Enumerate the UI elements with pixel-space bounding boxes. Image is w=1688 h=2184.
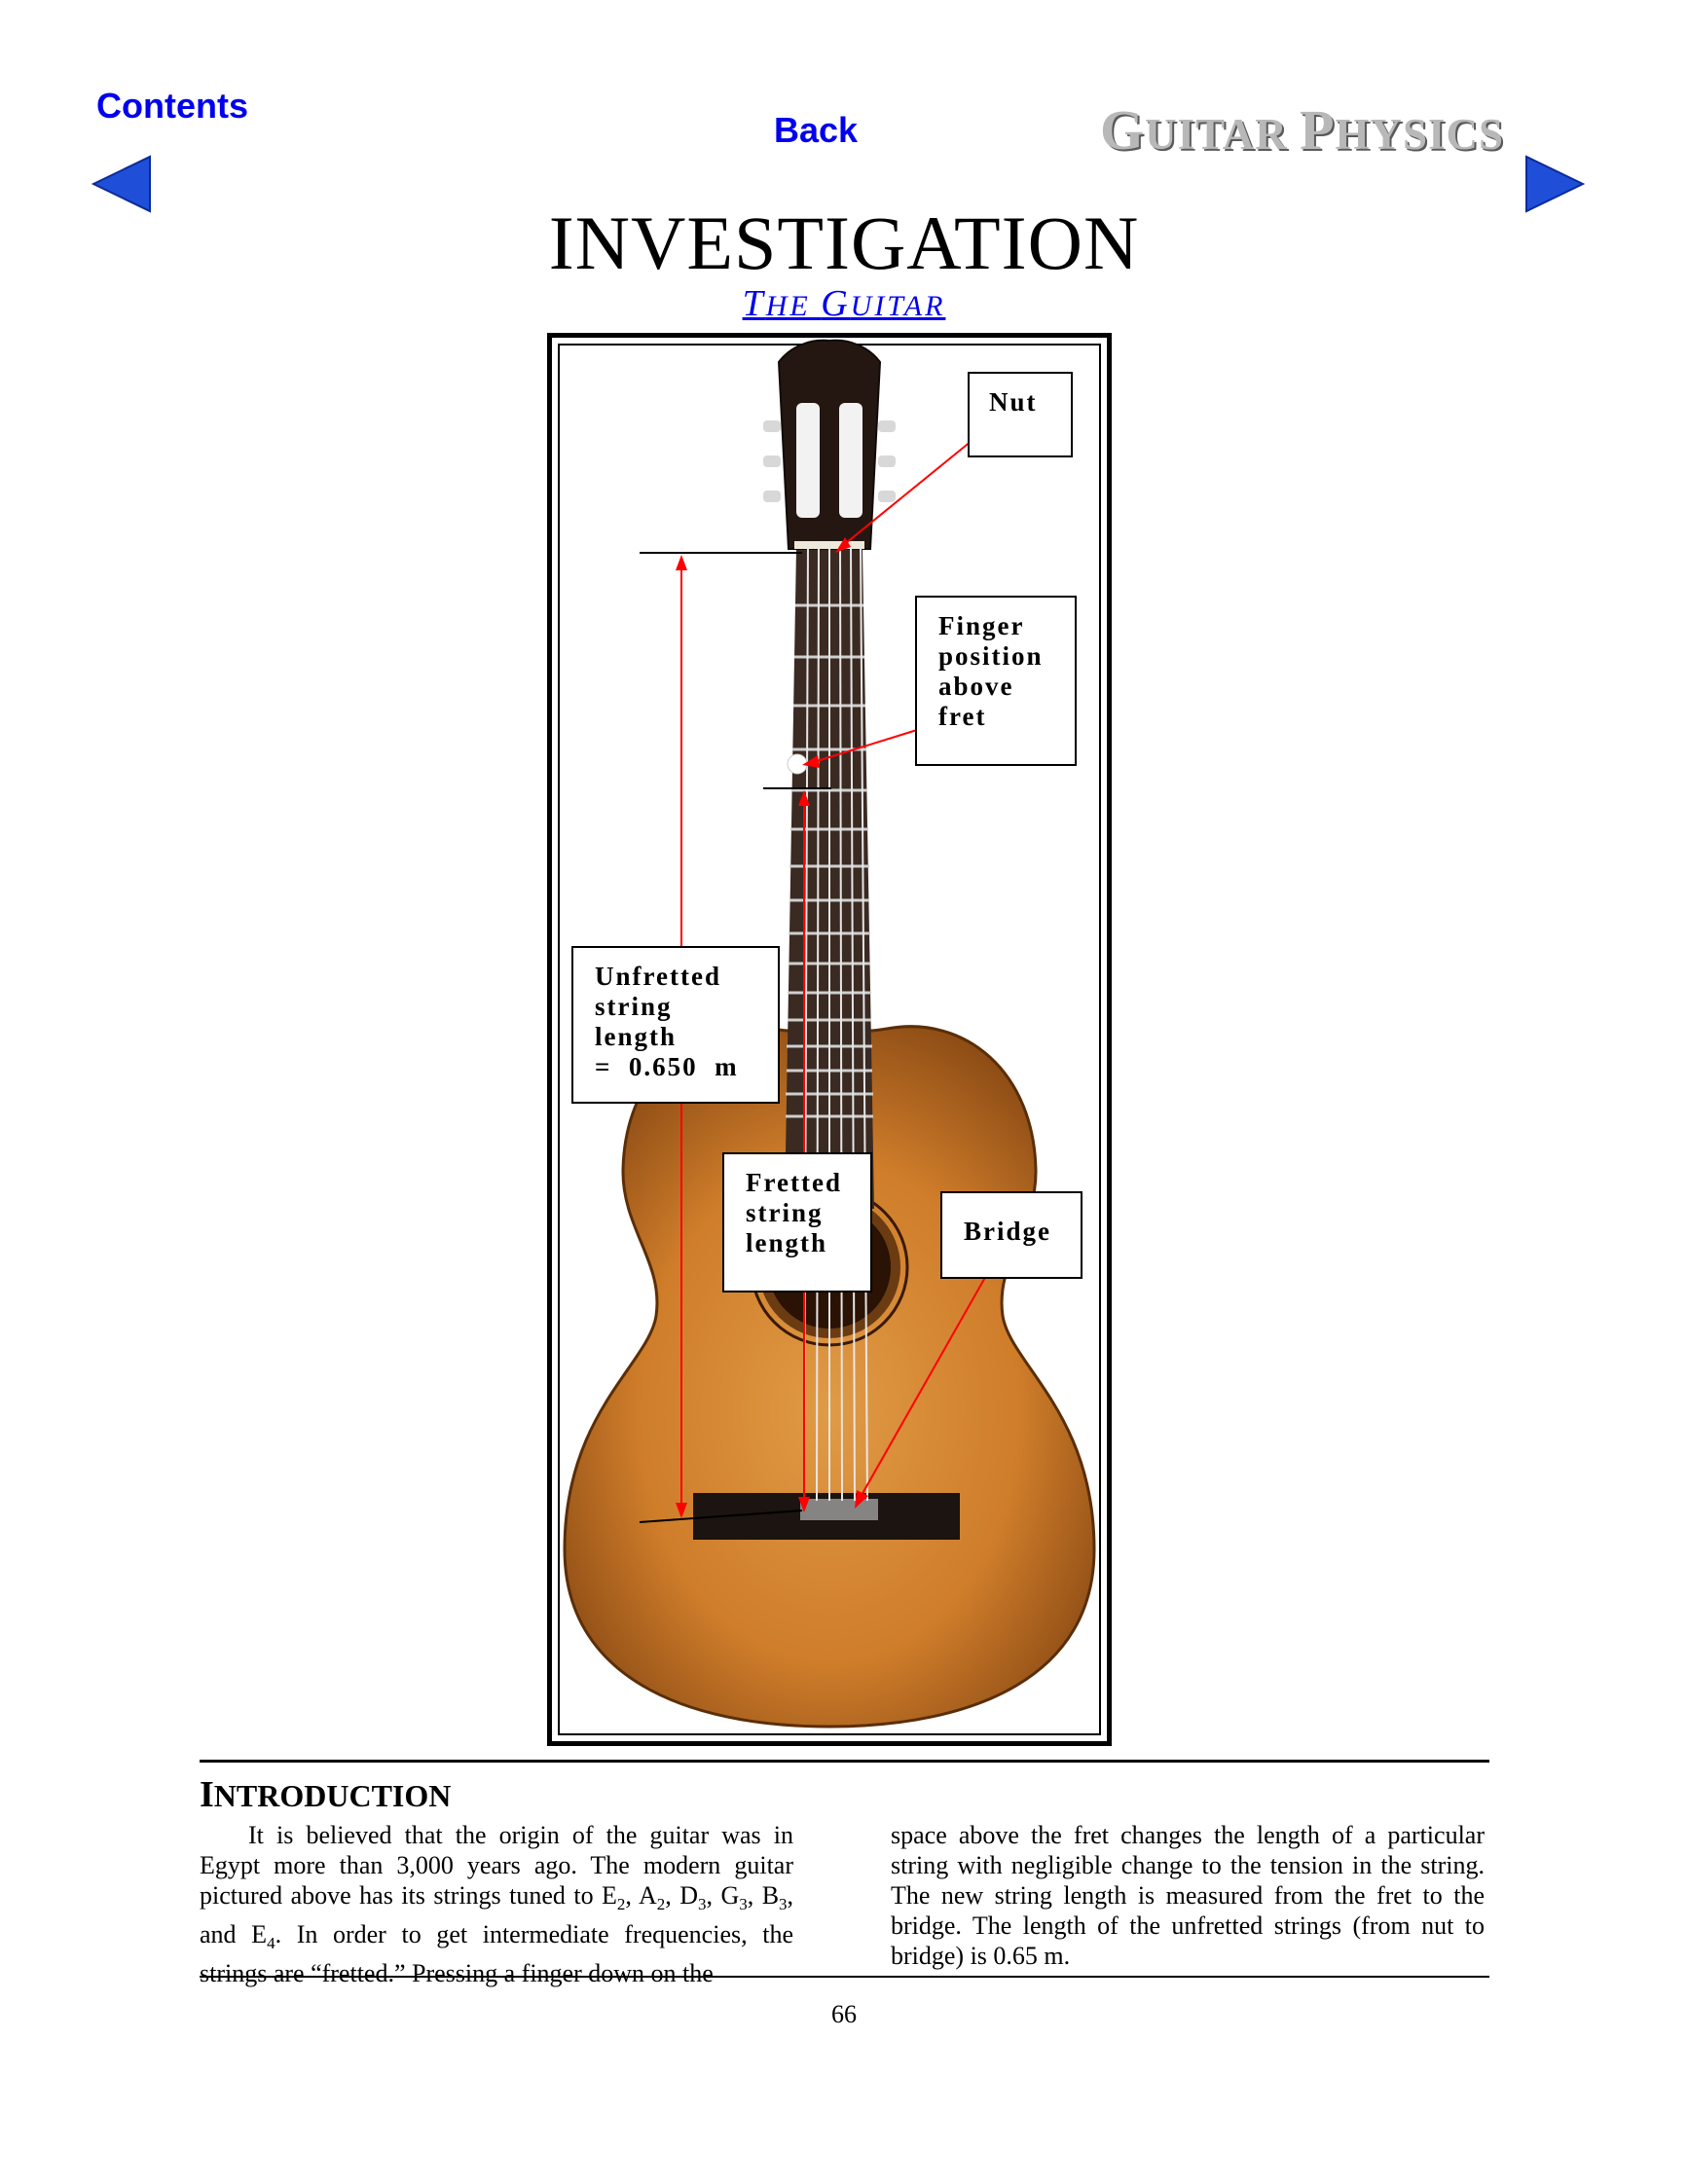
back-link[interactable]: Back [774,110,859,150]
label-unfretted-length: Unfretted string length = 0.650 m [571,946,780,1104]
intro-paragraph-right: space above the fret changes the length … [891,1821,1485,1970]
intro-column-right: space above the fret changes the length … [891,1820,1485,1971]
label-finger-position: Finger position above fret [915,596,1077,766]
intro-column-left: It is believed that the origin of the gu… [200,1820,793,1988]
headstock [777,339,882,550]
label-nut: Nut [968,372,1073,457]
bridge-pointer [860,1266,992,1498]
page-number: 66 [831,2000,857,2028]
fretted-length-arrow [798,790,810,1512]
introduction-heading: INTRODUCTION [200,1774,452,1815]
contents-link[interactable]: Contents [96,86,248,126]
page-title: INVESTIGATION [548,200,1140,285]
nut-pointer [840,427,988,548]
intro-paragraph-left: It is believed that the origin of the gu… [200,1821,794,1988]
bottom-divider [200,1976,1489,1978]
section-divider [200,1760,1489,1763]
previous-page-icon[interactable] [92,154,154,214]
next-page-icon[interactable] [1523,154,1585,214]
book-title: GUITAR PHYSICS [1100,98,1505,162]
label-fretted-length: Fretted string length [722,1152,872,1292]
label-bridge: Bridge [940,1191,1083,1279]
section-link-the-guitar[interactable]: THE GUITAR [742,283,946,324]
finger-pointer [813,729,918,763]
guitar-figure: Nut Finger position above fret Unfretted… [547,333,1112,1746]
bridge-reference-line [639,1510,803,1523]
